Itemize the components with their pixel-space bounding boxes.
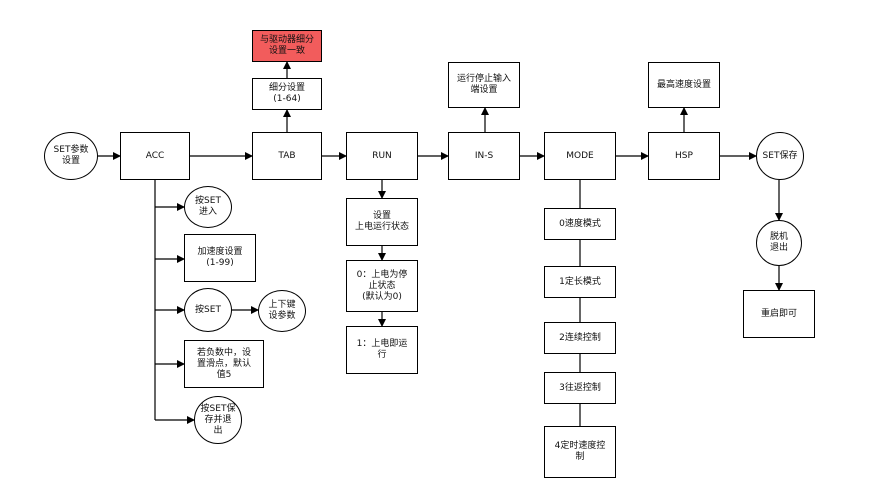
node-save-exit: 按SET保 存并退 出 <box>194 396 242 444</box>
node-negative-note: 若负数中，设 置滑点，默认 值5 <box>184 340 264 388</box>
node-driver-match: 与驱动器细分 设置一致 <box>252 30 322 62</box>
node-updown-keys: 上下键 设参数 <box>258 290 306 332</box>
node-power-on-state: 设置 上电运行状态 <box>346 198 418 246</box>
node-max-speed: 最高速度设置 <box>648 62 720 108</box>
node-accel-set: 加速度设置 (1-99) <box>184 234 256 282</box>
node-mode3: 3往返控制 <box>544 372 616 404</box>
node-run: RUN <box>346 132 418 180</box>
node-tab: TAB <box>252 132 322 180</box>
node-set-params: SET参数 设置 <box>44 132 98 180</box>
node-restart: 重启即可 <box>743 290 815 338</box>
node-offline-exit: 脱机 退出 <box>756 220 802 266</box>
node-mode0: 0速度模式 <box>544 208 616 240</box>
node-mode: MODE <box>544 132 616 180</box>
node-run-opt0: 0：上电为停 止状态 (默认为0) <box>346 260 418 312</box>
node-press-set: 按SET <box>184 288 232 332</box>
node-input-stop: 运行停止输入 端设置 <box>448 62 520 108</box>
node-mode2: 2连续控制 <box>544 322 616 354</box>
node-mode1: 1定长模式 <box>544 266 616 298</box>
node-press-set-enter: 按SET 进入 <box>184 186 232 228</box>
node-set-save: SET保存 <box>756 132 804 180</box>
node-mode4: 4定时速度控 制 <box>544 426 616 478</box>
node-acc: ACC <box>120 132 190 180</box>
node-subdivision: 细分设置 (1-64) <box>252 78 322 110</box>
node-hsp: HSP <box>648 132 720 180</box>
node-run-opt1: 1：上电即运 行 <box>346 326 418 374</box>
node-ins: IN-S <box>448 132 520 180</box>
